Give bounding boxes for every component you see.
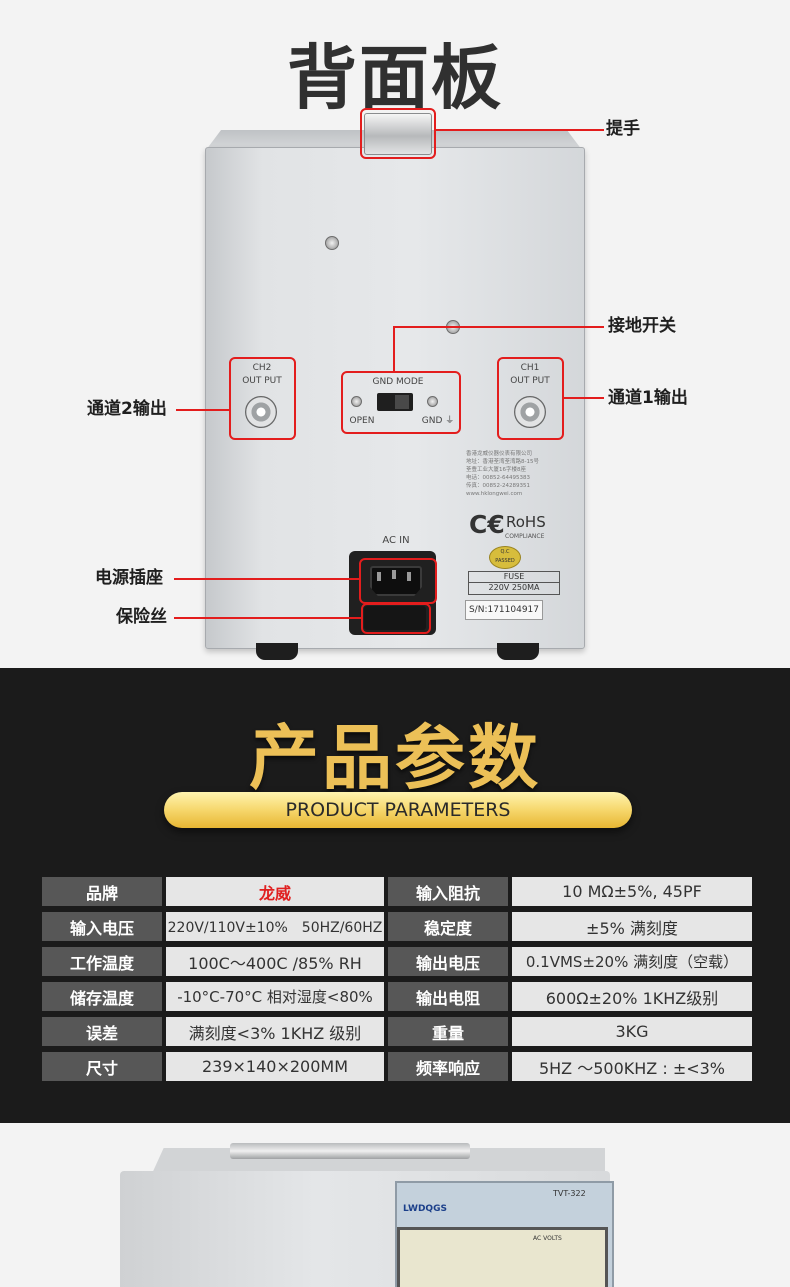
product-model: TVT-322 [553,1189,586,1198]
device-handle [364,113,432,155]
info-line: 香港龙威仪器仪表有限公司 [466,451,533,457]
param-label: 稳定度 [388,912,508,941]
back-panel-title: 背面板 [287,37,503,119]
socket-pin [392,570,396,579]
param-value: 3KG [512,1017,752,1046]
param-label: 输入阻抗 [388,877,508,906]
socket-leader-line [174,578,359,580]
info-line: 电话：00852-64495383 [466,475,530,481]
info-line: 传真：00852-24289351 [466,483,530,489]
screw-icon [325,236,339,250]
param-value: 10 MΩ±5%, 45PF [512,877,752,906]
socket-pin [377,572,381,581]
socket-pin [407,572,411,581]
table-row: 误差 满刻度<3% 1KHZ 级别 重量 3KG [42,1017,752,1046]
iec-socket-icon [370,566,422,596]
handle-highlight [360,108,436,159]
param-value: 220V/110V±10% 50HZ/60HZ [166,912,384,941]
ch1-output-label: OUT PUT [510,376,550,386]
gnd-switch-highlight [341,371,461,434]
param-label: 输入电压 [42,912,162,941]
product-photo-section: LWDQGS TVT-322 AC VOLTS [0,1123,790,1287]
handle-leader-line [434,129,604,131]
serial-number-sticker: S/N:171104917 [465,600,543,620]
callout-ch1-output: 通道1输出 [608,388,688,408]
param-label: 误差 [42,1017,162,1046]
param-value: 600Ω±20% 1KHZ级别 [512,982,752,1011]
fuse-title: FUSE [469,572,559,583]
info-line: 荃豊工业大厦16字楼8座 [466,467,526,473]
manufacturer-info: 香港龙威仪器仪表有限公司 地址：香港荃湾荃湾路8-15号 荃豊工业大厦16字楼8… [466,450,556,498]
callout-fuse: 保险丝 [116,607,167,627]
fuse-value: 220V 250MA [488,583,540,592]
parameters-table: 品牌 龙威 输入阻抗 10 MΩ±5%, 45PF 输入电压 220V/110V… [38,871,756,1087]
gnd-mode-label: GND MODE [372,377,424,387]
param-label: 输出电压 [388,947,508,976]
ch2-leader-line [176,409,229,411]
table-row: 尺寸 239×140×200MM 频率响应 5HZ ～500KHZ : ±<3% [42,1052,752,1081]
gnd-toggle-knob [395,395,409,409]
fuse-drawer [364,606,426,630]
param-value: 龙威 [166,877,384,906]
callout-power-socket: 电源插座 [95,568,163,588]
param-label: 重量 [388,1017,508,1046]
param-value: 满刻度<3% 1KHZ 级别 [166,1017,384,1046]
callout-gnd-switch: 接地开关 [608,316,676,336]
screw-icon [351,396,362,407]
param-label: 品牌 [42,877,162,906]
open-label: OPEN [349,416,375,426]
callout-ch2-output: 通道2输出 [87,399,167,419]
param-value: 100C～400C /85% RH [166,947,384,976]
param-value: 5HZ ～500KHZ : ±<3% [512,1052,752,1081]
bnc-connector-icon [514,396,546,428]
ch1-leader-line [562,397,604,399]
qc-passed-sticker: Q.C PASSED [489,546,521,569]
param-label: 输出电阻 [388,982,508,1011]
table-row: 输入电压 220V/110V±10% 50HZ/60HZ 稳定度 ±5% 满刻度 [42,912,752,941]
callout-handle: 提手 [606,119,640,139]
ch1-label: CH1 [520,363,540,373]
meter-label: AC VOLTS [533,1235,562,1242]
table-row: 储存温度 -10°C-70°C 相对湿度<80% 输出电阻 600Ω±20% 1… [42,982,752,1011]
ch2-highlight [229,357,296,440]
gnd-leader-line [393,326,395,372]
parameters-title: 产品参数 [249,717,541,799]
device-foot-left [256,643,298,660]
rohs-mark: RoHS [506,513,546,531]
table-row: 工作温度 100C～400C /85% RH 输出电压 0.1VMS±20% 满… [42,947,752,976]
socket-highlight [359,558,437,604]
table-row: 品牌 龙威 输入阻抗 10 MΩ±5%, 45PF [42,877,752,906]
param-label: 尺寸 [42,1052,162,1081]
ac-in-label: AC IN [382,535,410,546]
param-value: 0.1VMS±20% 满刻度（空载） [512,947,752,976]
ce-mark: C€ [469,510,505,539]
ch1-highlight [497,357,564,440]
device-foot-right [497,643,539,660]
param-label: 工作温度 [42,947,162,976]
ch2-label: CH2 [252,363,272,373]
info-line: www.hklongwei.com [466,491,523,497]
param-label: 储存温度 [42,982,162,1011]
param-value: 239×140×200MM [166,1052,384,1081]
bnc-connector-icon [245,396,277,428]
product-logo: LWDQGS [403,1204,447,1214]
gnd-leader-line [393,326,604,328]
info-line: 地址：香港荃湾荃湾路8-15号 [466,459,539,465]
ch2-output-label: OUT PUT [242,376,282,386]
param-value: -10°C-70°C 相对湿度<80% [166,982,384,1011]
gnd-label: GND ⏚ [421,416,455,426]
param-value: ±5% 满刻度 [512,912,752,941]
param-label: 频率响应 [388,1052,508,1081]
parameters-subtitle-banner: PRODUCT PARAMETERS [164,792,632,828]
rohs-compliance: COMPLIANCE [505,533,545,540]
fuse-rating-label: FUSE 220V 250MA [468,571,560,595]
analog-meter [397,1227,608,1287]
product-handle [230,1143,470,1159]
fuse-highlight [361,603,431,634]
fuse-leader-line [174,617,361,619]
screw-icon [427,396,438,407]
